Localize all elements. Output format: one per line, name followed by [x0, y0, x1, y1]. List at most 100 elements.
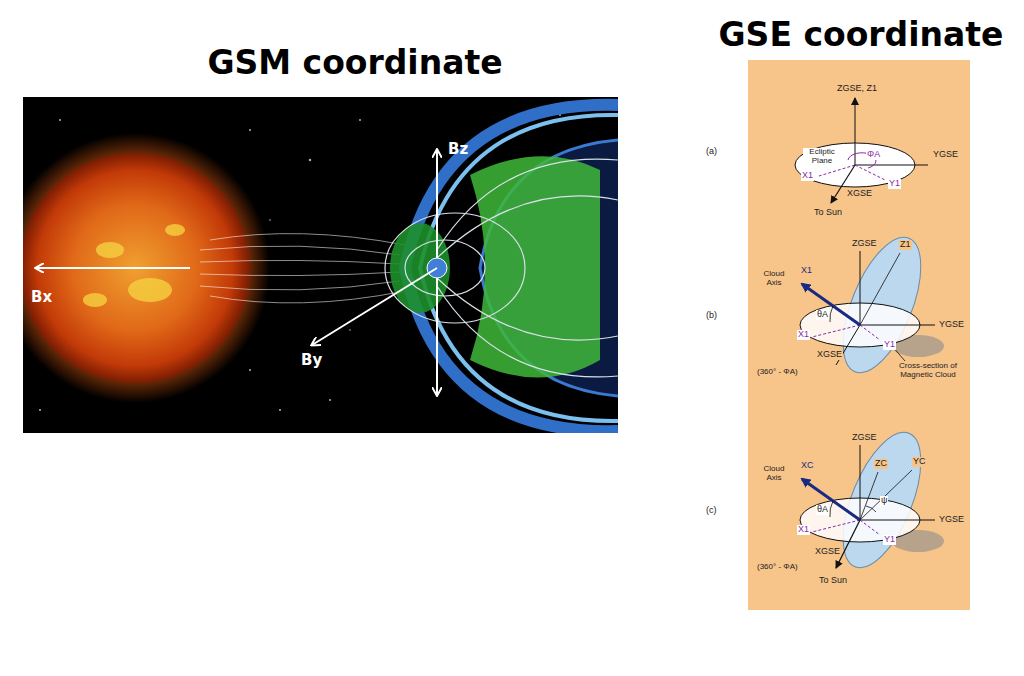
axis-label: ZGSE [851, 433, 878, 443]
illustration-circle [359, 119, 361, 121]
illustration-circle [59, 119, 61, 121]
axis-label: XGSE [846, 189, 873, 199]
illustration-line [860, 325, 880, 340]
illustration-path [210, 291, 405, 303]
illustration-line [812, 520, 860, 532]
axis-label: Cloud Axis [758, 465, 790, 483]
illustration-circle [23, 133, 270, 403]
axis-label: YGSE [938, 320, 965, 330]
illustration-path [437, 196, 618, 258]
illustration-g [800, 422, 944, 578]
illustration-path [200, 272, 400, 276]
illustration-line [860, 520, 880, 535]
illustration-path [210, 234, 405, 245]
panel-label: (a) [706, 147, 717, 157]
illustration-line [855, 98, 856, 165]
illustration-path [830, 501, 833, 517]
axis-label: Y1 [888, 179, 901, 189]
illustration-line [802, 284, 860, 325]
illustration-path [437, 278, 618, 340]
illustration-circle [309, 159, 311, 161]
axis-label: Y1 [883, 340, 896, 350]
illustration-ellipse [390, 223, 450, 313]
illustration-line [860, 520, 935, 521]
axis-label: Cloud Axis [758, 270, 790, 288]
illustration-g [800, 227, 944, 383]
axis-label: ZGSE [851, 239, 878, 249]
axis-label: YGSE [938, 515, 965, 525]
axis-label: X1 [800, 266, 813, 276]
axis-label: X1 [797, 525, 810, 535]
illustration-line [860, 445, 861, 520]
illustration-circle [349, 329, 351, 331]
axis-label: Z1 [899, 240, 912, 250]
illustration-circle [39, 409, 41, 411]
angle-label: ψ [880, 496, 888, 506]
illustration-path [437, 286, 618, 377]
illustration-ellipse [385, 213, 525, 323]
illustration-g [200, 234, 405, 303]
axis-label: XGSE [816, 350, 843, 360]
panel-label: (b) [706, 311, 717, 321]
axis-label: Bz [448, 141, 468, 158]
panel-label: (c) [706, 506, 717, 516]
illustration-path [830, 306, 833, 322]
illustration-circle [279, 409, 281, 411]
illustration-g [795, 98, 928, 203]
illustration-line [860, 470, 912, 520]
illustration-circle [269, 219, 271, 221]
illustration-line [860, 325, 935, 326]
illustration-line [36, 267, 190, 269]
angle-label: θA [816, 310, 829, 320]
axis-label: XGSE [814, 547, 841, 557]
illustration-path [437, 159, 618, 250]
illustration-ellipse [165, 224, 185, 236]
axis-label: XC [800, 461, 815, 471]
illustration-line [312, 268, 437, 345]
angle-label: ΦA [866, 150, 881, 160]
illustration-path [200, 260, 400, 264]
heading: GSM coordinate [155, 45, 555, 81]
illustration-ellipse [96, 242, 124, 258]
angle-label: θA [816, 505, 829, 515]
illustration-line [860, 251, 861, 325]
illustration-line [802, 479, 860, 520]
illustration-line [812, 325, 860, 337]
illustration-line [855, 165, 928, 166]
direction-label: To Sun [818, 576, 848, 586]
illustration-ellipse [405, 240, 485, 296]
angle-label: (360° - ΦA) [756, 563, 799, 572]
axis-label: X1 [801, 171, 814, 181]
illustration-path [200, 246, 400, 255]
illustration-g [23, 97, 618, 433]
illustration-circle [23, 153, 250, 383]
direction-label: To Sun [813, 208, 843, 218]
axis-label: Bx [31, 289, 52, 306]
angle-label: (360° - ΦA) [756, 368, 799, 377]
note-label: Cross-section of Magnetic Cloud [891, 362, 965, 380]
axis-label: YGSE [932, 150, 959, 160]
plane-label: Ecliptic Plane [803, 148, 841, 166]
illustration-path [200, 281, 400, 290]
axis-label: YC [912, 457, 927, 467]
illustration-circle [249, 369, 251, 371]
illustration-line [860, 253, 900, 325]
illustration-ellipse [128, 278, 172, 302]
illustration-line [436, 150, 438, 258]
axis-label: By [301, 352, 322, 369]
illustration-circle [329, 399, 331, 401]
illustration-line [436, 278, 438, 395]
illustration-ellipse [83, 293, 107, 307]
heading: GSE coordinate [711, 17, 1011, 53]
axis-label: ZGSE, Z1 [836, 84, 878, 94]
illustration-line [836, 520, 860, 568]
axis-label: Y1 [883, 535, 896, 545]
illustration-circle [249, 129, 251, 131]
illustration-g [385, 159, 618, 377]
illustration-g [83, 224, 185, 307]
axis-label: ZC [874, 459, 888, 469]
illustration-rect [748, 60, 970, 610]
axis-label: X1 [797, 330, 810, 340]
illustration-line [860, 472, 878, 520]
